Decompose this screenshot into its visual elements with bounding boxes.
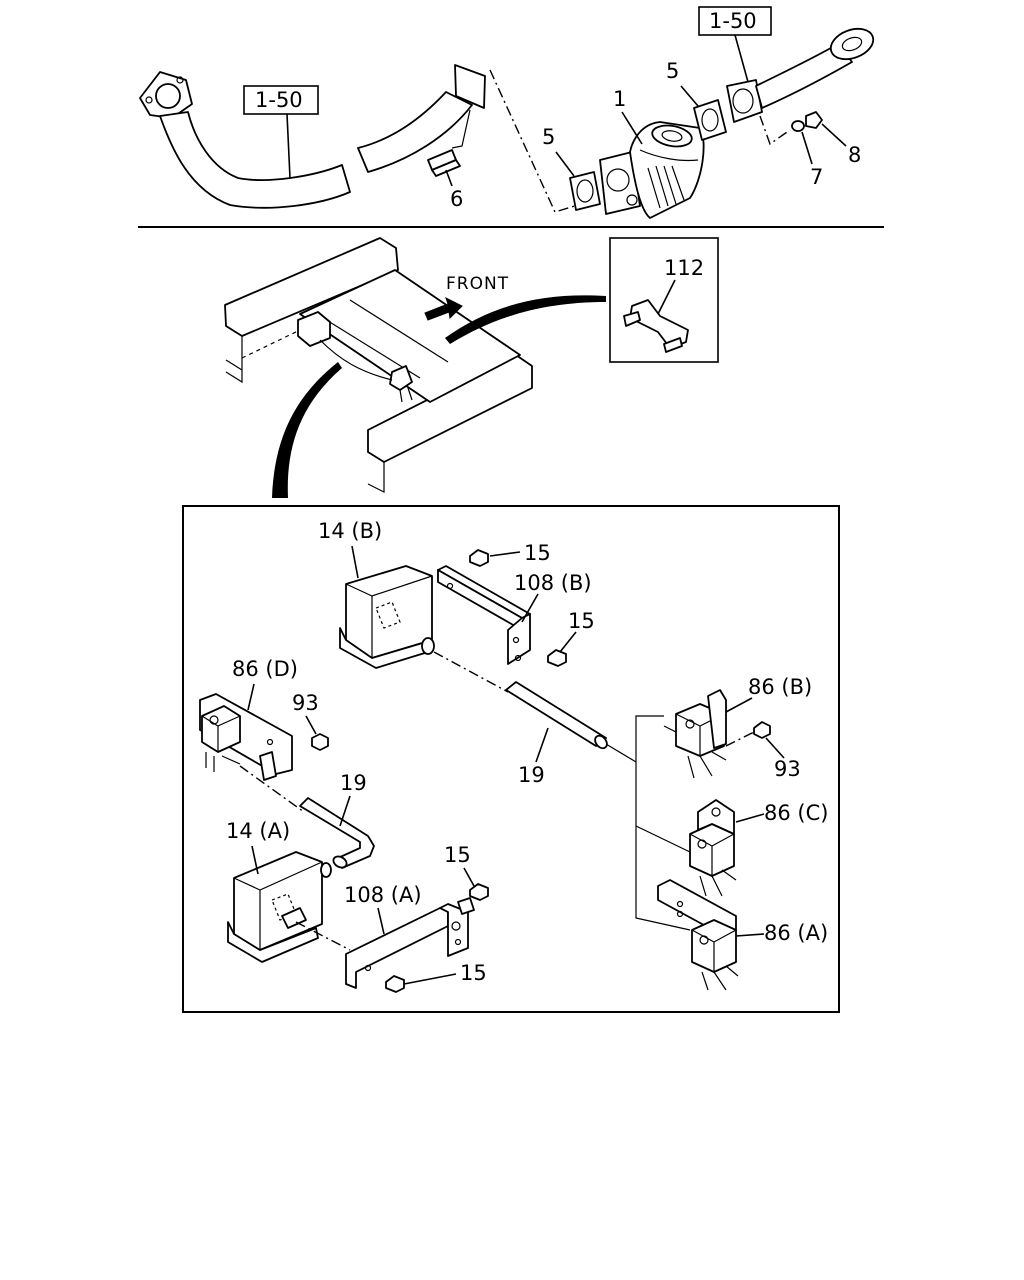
bolt-6: 6 (427, 149, 463, 211)
label-112: 112 (664, 256, 704, 280)
label-15d: 15 (460, 961, 487, 985)
nut-15b: 15 (547, 609, 595, 667)
valve-86c: 86 (C) (689, 799, 828, 897)
exhaust-brake-unit: 1 (599, 87, 705, 219)
relay-14a: 14 (A) (226, 819, 332, 963)
label-1-top: 1 (613, 87, 626, 111)
front-arrow-icon (424, 297, 463, 321)
bracket-108a: 108 (A) (344, 883, 475, 989)
ref-box-left: 1-50 (243, 85, 319, 179)
detail-frame (182, 505, 840, 1013)
label-108b: 108 (B) (514, 571, 592, 595)
relay-14b: 14 (B) (318, 519, 435, 669)
nut-93-left: 93 (292, 691, 329, 751)
label-15b: 15 (568, 609, 595, 633)
label-93-left: 93 (292, 691, 319, 715)
washer-7: 7 (791, 120, 823, 189)
hose-19-center: 19 (505, 681, 608, 787)
nut-15a: 15 (469, 541, 551, 567)
label-86a: 86 (A) (764, 921, 828, 945)
valve-86d: 86 (D) (199, 657, 298, 781)
gasket-5-left: 5 (542, 125, 601, 211)
label-5-right: 5 (666, 59, 679, 83)
exhaust-section: 1-50 6 5 1 (139, 6, 875, 219)
label-14b: 14 (B) (318, 519, 382, 543)
nut-15c: 15 (444, 843, 489, 901)
detail-section: 14 (B) 108 (B) 15 15 (199, 519, 828, 993)
valve-86a: 86 (A) (657, 879, 828, 991)
label-7: 7 (810, 165, 823, 189)
label-6: 6 (450, 187, 463, 211)
bracket-108b: 108 (B) (437, 565, 592, 665)
chassis-section: FRONT 112 (224, 237, 719, 498)
label-86c: 86 (C) (764, 801, 828, 825)
label-19-center: 19 (518, 763, 545, 787)
valve-86b: 86 (B) (663, 675, 812, 779)
label-19-left: 19 (340, 771, 367, 795)
label-86b: 86 (B) (748, 675, 812, 699)
ref-box-right: 1-50 (698, 6, 772, 83)
detail-box-112: 112 (609, 237, 719, 363)
ref-label-left: 1-50 (255, 88, 303, 112)
hose-19-left: 19 (299, 771, 375, 869)
label-5-left: 5 (542, 125, 555, 149)
label-108a: 108 (A) (344, 883, 422, 907)
nut-8: 8 (805, 111, 861, 167)
front-label: FRONT (446, 274, 509, 294)
ref-label-right: 1-50 (709, 9, 757, 33)
label-15a: 15 (524, 541, 551, 565)
label-8: 8 (848, 143, 861, 167)
nut-15d: 15 (385, 961, 487, 993)
front-exhaust-pipe (139, 64, 486, 209)
label-86d: 86 (D) (232, 657, 298, 681)
label-93-right: 93 (774, 757, 801, 781)
label-14a: 14 (A) (226, 819, 290, 843)
label-15c: 15 (444, 843, 471, 867)
rear-exhaust-pipe (726, 27, 875, 123)
gasket-5-right: 5 (666, 59, 727, 141)
nut-93-right: 93 (725, 721, 801, 781)
